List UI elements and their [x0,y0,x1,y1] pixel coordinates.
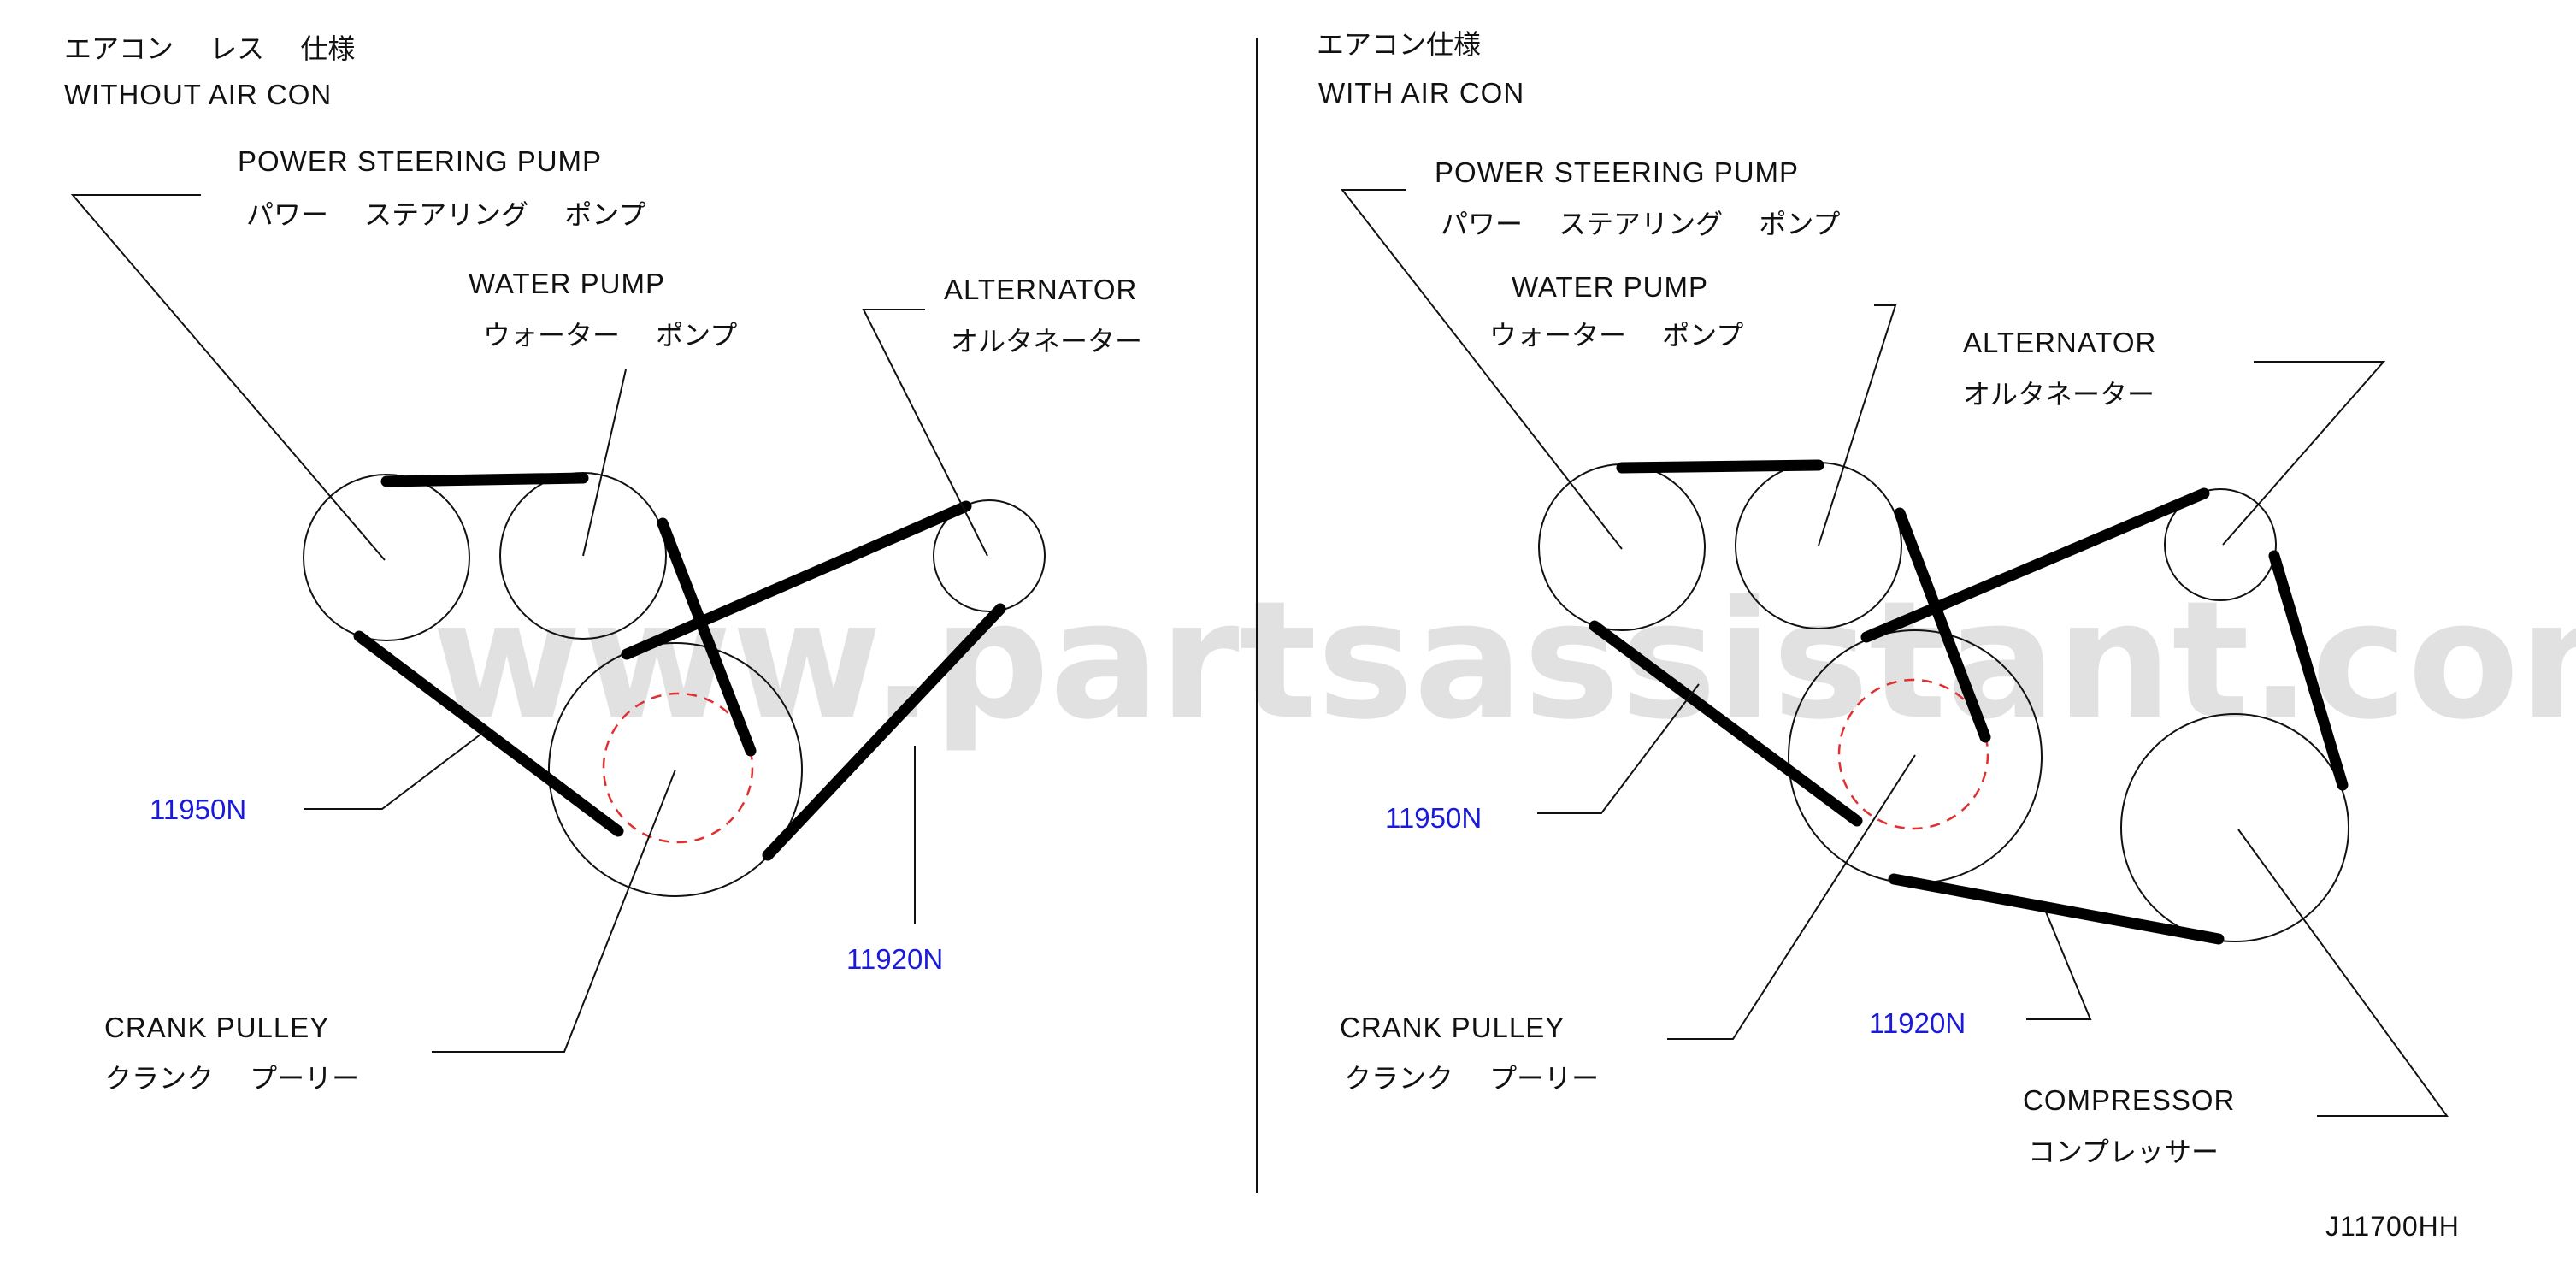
right-power-steering-label: POWER STEERING PUMP [1435,156,1799,188]
left-variant-jp: エアコン レス 仕様 [64,32,355,65]
left-panel-without-air-con: エアコン レス 仕様 WITHOUT AIR CON POWER STEERIN… [64,32,1142,1095]
right-crank-pulley-jp: クランク プーリー [1344,1062,1599,1095]
right-11950n-leader [1537,683,1700,814]
right-power-steering-jp: パワー ステアリング ポンプ [1441,208,1840,240]
right-crank-hidden-outline [1837,678,1989,830]
right-alternator-pulley [2164,488,2277,601]
left-crank-hidden-outline [602,692,754,844]
left-belt-segment [657,517,757,757]
figure-reference-code: J11700HH [2325,1211,2460,1242]
right-belt-segment [1888,873,2225,945]
right-alternator-jp: オルタネーター [1963,378,2155,410]
left-crank-pulley-jp: クランク プーリー [104,1062,359,1095]
left-water-pump-leader [582,369,627,557]
right-crank-leader [1667,754,1916,1040]
left-alternator-jp: オルタネーター [951,325,1142,357]
left-belt-segment [762,603,1006,861]
right-part-number-11920n[interactable]: 11920N [1869,1007,1966,1039]
left-belt-segment [621,500,972,660]
right-variant-en: WITH AIR CON [1318,77,1524,109]
right-water-pump-jp: ウォーター ポンプ [1489,319,1743,351]
left-11950n-leader [304,730,486,810]
right-panel-with-air-con: エアコン仕様 WITH AIR CON POWER STEERING PUMP … [1317,28,2460,1242]
right-power-steering-leader [1340,189,1623,550]
right-part-number-11950n[interactable]: 11950N [1385,802,1482,834]
right-compressor-leader [2237,829,2449,1117]
left-water-pump-jp: ウォーター ポンプ [483,319,737,351]
right-variant-jp: エアコン仕様 [1317,28,1481,61]
left-crank-pulley [548,642,803,897]
left-power-steering-leader [70,194,386,561]
left-crank-pulley-label: CRANK PULLEY [104,1012,329,1043]
left-alternator-pulley [933,499,1046,612]
left-part-number-11920n[interactable]: 11920N [846,943,943,975]
right-water-pump-label: WATER PUMP [1512,271,1708,303]
right-water-pump-leader [1818,304,1897,546]
right-alternator-label: ALTERNATOR [1963,327,2156,358]
right-crank-pulley-label: CRANK PULLEY [1340,1012,1565,1043]
right-11920n-leader [2026,909,2092,1020]
right-belt-segment [1589,620,1863,827]
left-crank-leader [432,769,676,1053]
right-belt-segment [1860,487,2210,643]
left-belt-segment [380,472,589,487]
left-belt-segment [353,630,624,837]
right-compressor-label: COMPRESSOR [2023,1084,2235,1116]
right-belt-segment [1616,459,1824,474]
left-part-number-11950n[interactable]: 11950N [150,794,246,825]
left-water-pump-label: WATER PUMP [469,268,665,299]
right-alternator-leader [2222,361,2386,546]
left-variant-en: WITHOUT AIR CON [64,79,332,110]
right-belt-segment [1894,507,1991,743]
right-compressor-jp: コンプレッサー [2028,1136,2219,1168]
right-belt-segment [2268,550,2349,791]
right-compressor-pulley [2120,713,2349,942]
left-alternator-leader [862,309,988,557]
left-power-steering-pulley [303,474,470,641]
left-alternator-label: ALTERNATOR [944,274,1137,305]
watermark: www.partsassistant.com [432,566,2576,755]
left-power-steering-label: POWER STEERING PUMP [238,145,602,177]
left-power-steering-jp: パワー ステアリング ポンプ [246,198,645,231]
